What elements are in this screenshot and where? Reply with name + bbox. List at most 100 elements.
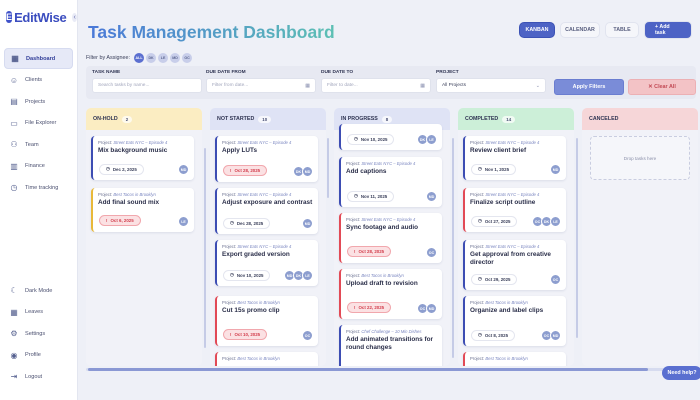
- logout-icon: ⇥: [10, 372, 18, 381]
- view-switcher: KANBAN CALENDAR TABLE + Add task: [519, 21, 692, 39]
- due-date-wrapper: ◷Nov 11, 2025: [347, 184, 395, 202]
- task-name-input[interactable]: Search tasks by name...: [92, 78, 202, 93]
- sidebar-item-time-tracking[interactable]: ◷Time tracking: [4, 177, 73, 198]
- card-project-name: Best Tacos in Brooklyn: [485, 300, 528, 305]
- card-assignees: LE: [178, 216, 189, 227]
- due-from-input[interactable]: Filter from date...▦: [206, 78, 316, 93]
- column-count-badge: 8: [381, 115, 393, 123]
- sidebar-item-clients[interactable]: ☺Clients: [4, 70, 73, 91]
- assignee-avatar[interactable]: MD: [550, 330, 561, 341]
- assignee-chip-md[interactable]: MD: [170, 53, 181, 63]
- clock-icon: ◷: [10, 183, 18, 192]
- sidebar-item-file-explorer[interactable]: ▭File Explorer: [4, 113, 73, 134]
- assignee-chip-le[interactable]: LE: [158, 53, 169, 63]
- due-date-pill: !Oct 10, 2025: [223, 329, 268, 340]
- card-project-name: Street Eats NYC – Episode 4: [485, 140, 540, 145]
- collapse-sidebar-button[interactable]: ‹: [72, 12, 77, 22]
- assignee-avatar[interactable]: MD: [178, 164, 189, 175]
- card-project-name: Best Tacos in Brooklyn: [485, 356, 528, 361]
- column-scrollbar[interactable]: [204, 148, 206, 348]
- card-project-label: Project:: [98, 140, 114, 145]
- assignee-chip-oc[interactable]: OC: [182, 53, 193, 63]
- assignee-avatar[interactable]: MD: [426, 191, 437, 202]
- sidebar-item-profile[interactable]: ◉Profile: [4, 345, 73, 366]
- board-horizontal-scrollbar[interactable]: [86, 368, 698, 371]
- sidebar-item-dashboard[interactable]: ▦Dashboard: [4, 48, 73, 69]
- sidebar-item-leaves[interactable]: ▦Leaves: [4, 302, 73, 323]
- column-scrollbar[interactable]: [576, 138, 578, 338]
- due-date-wrapper: ◷Nov 10, 2025: [347, 127, 395, 145]
- card-project-name: Best Tacos in Brooklyn: [237, 356, 280, 361]
- sidebar-item-finance[interactable]: ▥Finance: [4, 156, 73, 177]
- assignee-avatar[interactable]: MD: [426, 303, 437, 314]
- clear-filters-button[interactable]: ✕ Clear All: [628, 79, 696, 95]
- task-card[interactable]: Project: Best Tacos in Brooklyn: [215, 352, 318, 366]
- need-help-button[interactable]: Need help?: [662, 366, 700, 380]
- assignee-avatar[interactable]: LE: [550, 216, 561, 227]
- table-view-button[interactable]: TABLE: [605, 22, 639, 38]
- card-title: Cut 15s promo clip: [222, 307, 280, 314]
- sidebar-item-label: Dark Mode: [25, 287, 53, 294]
- alert-icon: !: [354, 249, 356, 254]
- card-project-name: Best Tacos in Brooklyn: [113, 192, 156, 197]
- apply-filters-button[interactable]: Apply Filters: [554, 79, 624, 95]
- sidebar-item-label: Logout: [25, 373, 43, 380]
- assignee-avatar[interactable]: LE: [426, 134, 437, 145]
- column-scrollbar[interactable]: [452, 138, 454, 358]
- due-date-wrapper: ◷Oct 27, 2025: [471, 209, 518, 227]
- sidebar-item-projects[interactable]: ▤Projects: [4, 91, 73, 112]
- assignee-avatar[interactable]: OC: [302, 330, 313, 341]
- assignee-chip-all[interactable]: ALL: [134, 53, 145, 63]
- kanban-view-button[interactable]: KANBAN: [519, 22, 555, 38]
- card-title: Add captions: [346, 168, 387, 175]
- logo[interactable]: E EditWise ‹: [0, 0, 77, 34]
- sidebar-item-team[interactable]: ⚇Team: [4, 134, 73, 155]
- assignee-avatar[interactable]: OC: [426, 247, 437, 258]
- assignee-avatar[interactable]: MD: [302, 218, 313, 229]
- assignee-avatar[interactable]: LE: [302, 270, 313, 281]
- due-to-input[interactable]: Filter to date...▦: [321, 78, 431, 93]
- assignee-avatar[interactable]: MD: [550, 164, 561, 175]
- assignee-avatar[interactable]: MD: [302, 166, 313, 177]
- assignee-chip-dk[interactable]: DK: [146, 53, 157, 63]
- add-task-button[interactable]: + Add task: [644, 21, 692, 39]
- sidebar-item-settings[interactable]: ⚙Settings: [4, 323, 73, 344]
- task-card[interactable]: Project: Best Tacos in Brooklyn: [463, 352, 566, 366]
- sidebar-item-dark-mode[interactable]: ☾Dark Mode: [4, 280, 73, 301]
- sidebar-item-label: Projects: [25, 98, 46, 105]
- card-assignees: OC: [550, 274, 561, 285]
- assignee-avatar[interactable]: OC: [550, 274, 561, 285]
- sidebar-item-logout[interactable]: ⇥ Logout: [4, 366, 73, 387]
- drop-zone[interactable]: Drop tasks here: [590, 136, 690, 180]
- card-project-name: Best Tacos in Brooklyn: [237, 300, 280, 305]
- card-project-label: Project:: [222, 244, 238, 249]
- calendar-view-button[interactable]: CALENDAR: [560, 22, 600, 38]
- scrollbar-thumb[interactable]: [88, 368, 648, 371]
- project-select-value: All Projects: [442, 83, 466, 88]
- column-scrollbar[interactable]: [327, 138, 329, 198]
- due-date-text: Oct 6, 2025: [110, 218, 134, 223]
- project-select[interactable]: All Projects⌄: [436, 78, 546, 93]
- assignee-avatar[interactable]: LE: [178, 216, 189, 227]
- column-count-badge: 2: [121, 115, 133, 123]
- sidebar-item-label: Finance: [25, 163, 45, 169]
